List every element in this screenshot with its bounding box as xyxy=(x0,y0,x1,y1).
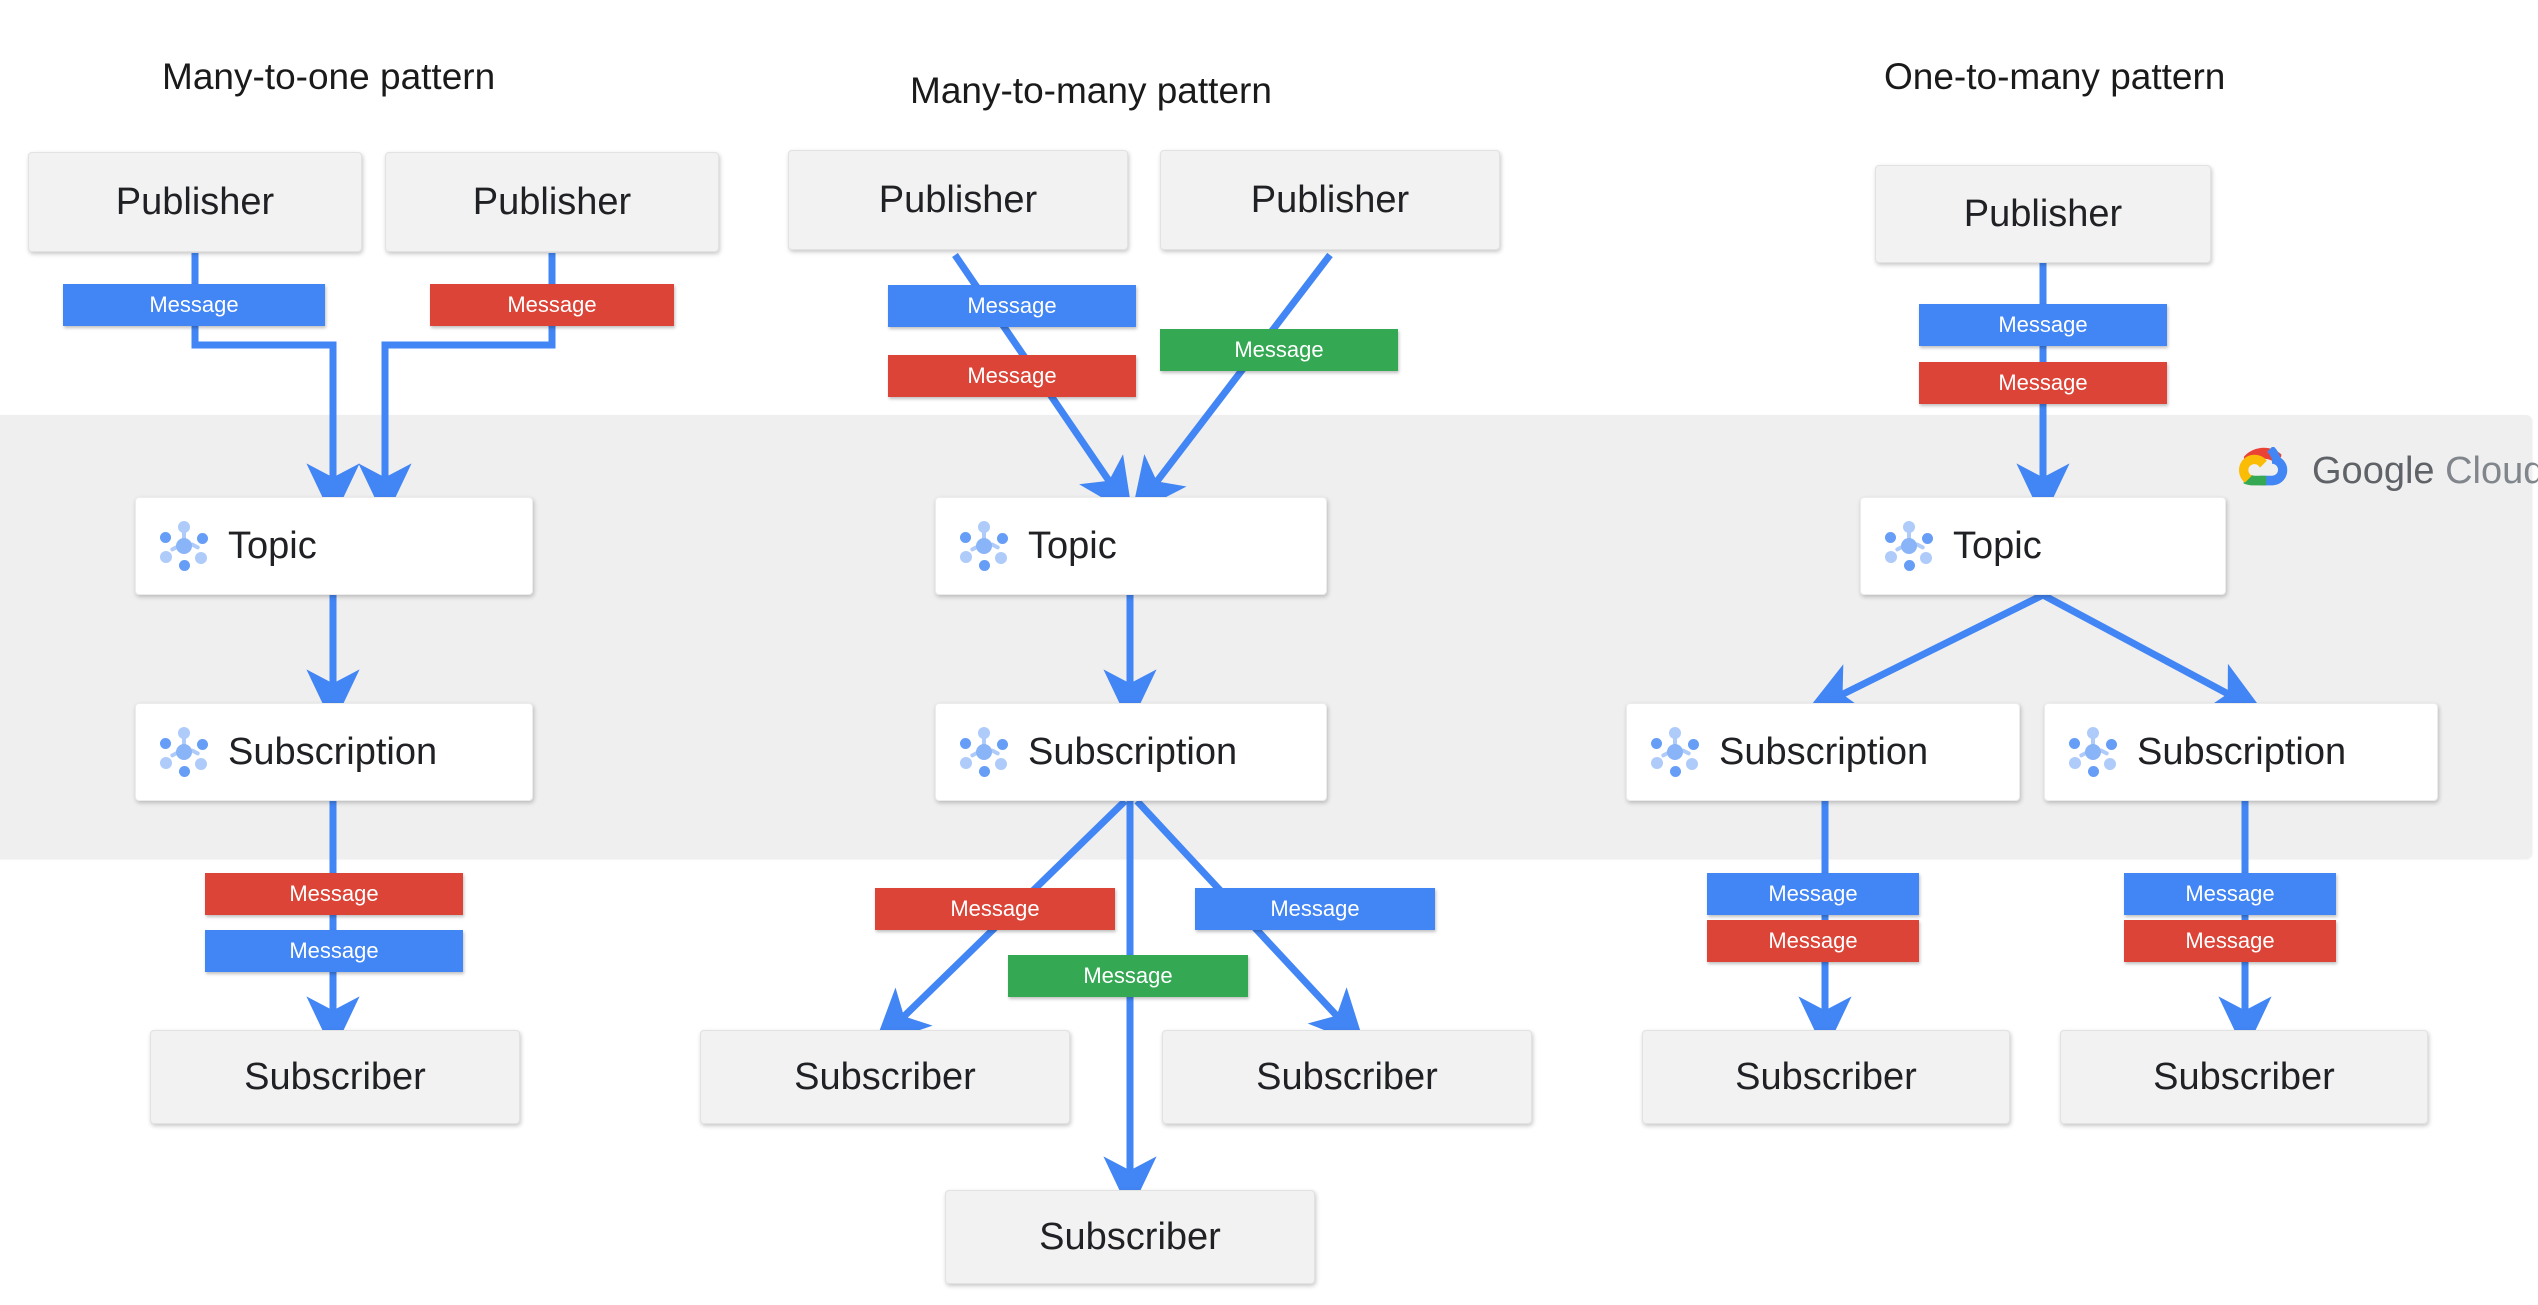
column-title-many-to-many: Many-to-many pattern xyxy=(910,70,1272,111)
message-chip: Message xyxy=(1707,920,1919,962)
subscriber-box[interactable]: Subscriber xyxy=(2060,1030,2428,1124)
publisher-label: Publisher xyxy=(472,180,632,223)
message-label: Message xyxy=(967,293,1057,318)
subscriber-box[interactable]: Subscriber xyxy=(1162,1030,1532,1124)
message-label: Message xyxy=(289,938,379,963)
subscriber-label: Subscriber xyxy=(2153,1055,2335,1098)
message-label: Message xyxy=(1998,312,2088,337)
subscription-label: Subscription xyxy=(228,730,438,773)
pubsub-node-icon xyxy=(158,726,210,778)
message-label: Message xyxy=(950,896,1040,921)
subscriber-label: Subscriber xyxy=(1735,1055,1917,1098)
message-chip: Message xyxy=(1195,888,1435,930)
subscriber-label: Subscriber xyxy=(794,1055,976,1098)
message-label: Message xyxy=(2185,928,2275,953)
message-label: Message xyxy=(507,292,597,317)
message-chip: Message xyxy=(1707,873,1919,915)
publisher-label: Publisher xyxy=(1963,192,2123,235)
pubsub-node-icon xyxy=(158,520,210,572)
pubsub-node-icon xyxy=(958,520,1010,572)
publisher-label: Publisher xyxy=(878,178,1038,221)
wordmark-google: Google xyxy=(2312,449,2435,492)
column-title-one-to-many: One-to-many pattern xyxy=(1884,56,2226,97)
message-label: Message xyxy=(1083,963,1173,988)
message-chip: Message xyxy=(875,888,1115,930)
topic-box[interactable]: Topic xyxy=(135,497,533,595)
message-chip: Message xyxy=(205,873,463,915)
google-cloud-wordmark: Google Cloud xyxy=(2312,450,2538,493)
message-chip: Message xyxy=(1008,955,1248,997)
message-label: Message xyxy=(2185,881,2275,906)
publisher-label: Publisher xyxy=(115,180,275,223)
publisher-label: Publisher xyxy=(1250,178,1410,221)
subscriber-box[interactable]: Subscriber xyxy=(1642,1030,2010,1124)
subscriber-label: Subscriber xyxy=(244,1055,426,1098)
topic-label: Topic xyxy=(1953,524,2042,567)
message-label: Message xyxy=(1270,896,1360,921)
topic-box[interactable]: Topic xyxy=(935,497,1327,595)
message-chip: Message xyxy=(1919,362,2167,404)
subscription-label: Subscription xyxy=(1028,730,1238,773)
message-label: Message xyxy=(967,363,1057,388)
subscription-box[interactable]: Subscription xyxy=(1626,703,2020,801)
publisher-box[interactable]: Publisher xyxy=(28,152,362,252)
message-label: Message xyxy=(1234,337,1324,362)
message-chip: Message xyxy=(2124,920,2336,962)
message-chip: Message xyxy=(430,284,674,326)
topic-label: Topic xyxy=(228,524,317,567)
subscriber-label: Subscriber xyxy=(1039,1215,1221,1258)
subscriber-label: Subscriber xyxy=(1256,1055,1438,1098)
publisher-box[interactable]: Publisher xyxy=(1160,150,1500,250)
google-cloud-logo-icon xyxy=(2239,447,2288,486)
message-label: Message xyxy=(1768,928,1858,953)
subscription-box[interactable]: Subscription xyxy=(935,703,1327,801)
publisher-box[interactable]: Publisher xyxy=(788,150,1128,250)
pubsub-node-icon xyxy=(1649,726,1701,778)
subscription-label: Subscription xyxy=(1719,730,1929,773)
message-chip: Message xyxy=(2124,873,2336,915)
message-chip: Message xyxy=(205,930,463,972)
subscriber-box[interactable]: Subscriber xyxy=(150,1030,520,1124)
message-chip: Message xyxy=(1919,304,2167,346)
subscriber-box[interactable]: Subscriber xyxy=(700,1030,1070,1124)
wordmark-cloud: Cloud xyxy=(2445,449,2538,492)
column-title-many-to-one: Many-to-one pattern xyxy=(162,56,496,97)
pubsub-node-icon xyxy=(1883,520,1935,572)
subscription-box[interactable]: Subscription xyxy=(135,703,533,801)
message-chip: Message xyxy=(63,284,325,326)
pubsub-node-icon xyxy=(958,726,1010,778)
message-chip: Message xyxy=(888,355,1136,397)
subscriber-box[interactable]: Subscriber xyxy=(945,1190,1315,1284)
google-cloud-logo: Google Cloud xyxy=(2238,447,2538,495)
message-label: Message xyxy=(149,292,239,317)
message-chip: Message xyxy=(1160,329,1398,371)
pubsub-node-icon xyxy=(2067,726,2119,778)
message-chip: Message xyxy=(888,285,1136,327)
message-label: Message xyxy=(289,881,379,906)
publisher-box[interactable]: Publisher xyxy=(1875,165,2211,263)
subscription-label: Subscription xyxy=(2137,730,2347,773)
message-label: Message xyxy=(1998,370,2088,395)
subscription-box[interactable]: Subscription xyxy=(2044,703,2438,801)
topic-label: Topic xyxy=(1028,524,1117,567)
publisher-box[interactable]: Publisher xyxy=(385,152,719,252)
topic-box[interactable]: Topic xyxy=(1860,497,2226,595)
message-label: Message xyxy=(1768,881,1858,906)
